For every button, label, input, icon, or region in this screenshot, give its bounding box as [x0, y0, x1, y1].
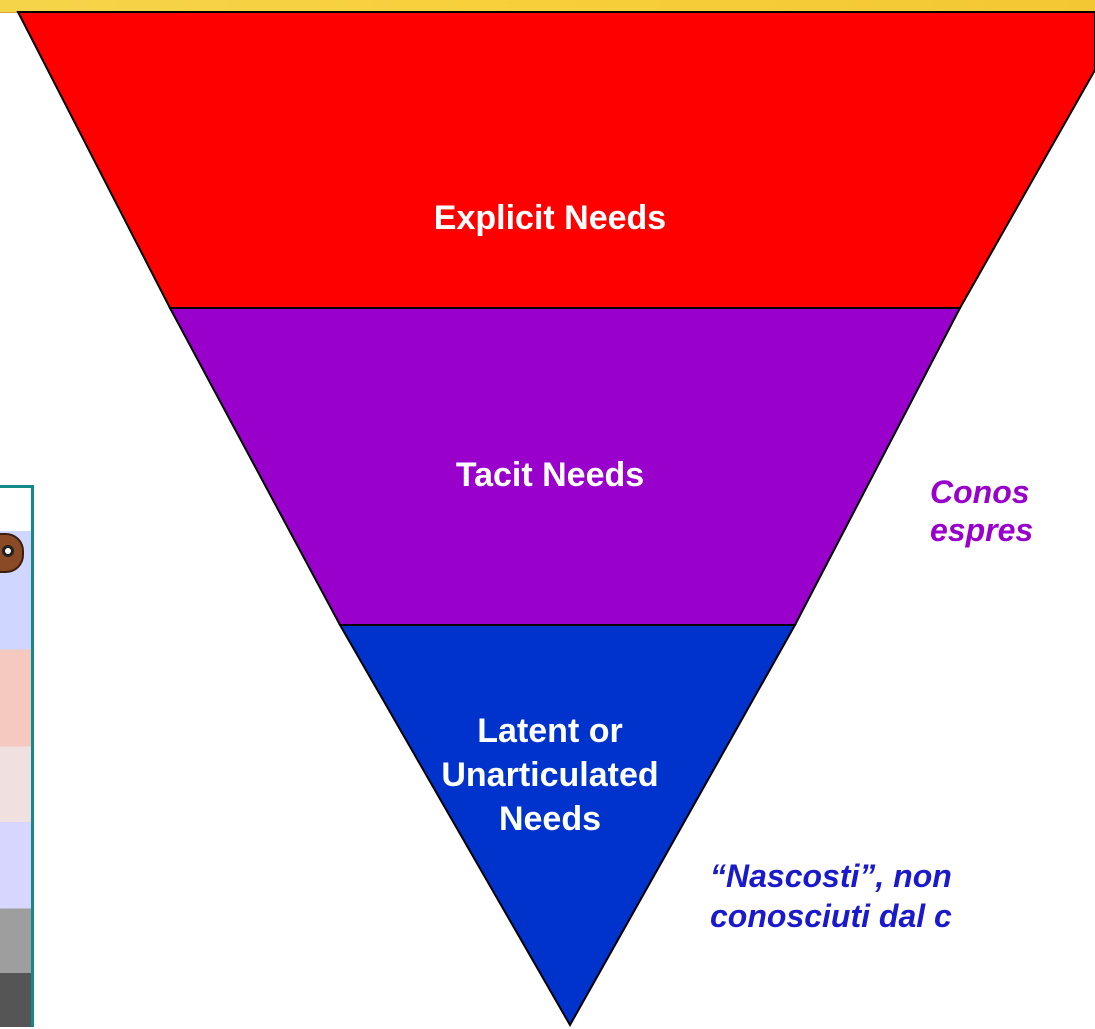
explicit-needs-label: Explicit Needs: [433, 199, 667, 237]
latent-needs-note: “Nascosti”, non conosciuti dal c: [710, 858, 952, 934]
tacit-needs-note: Conos espres: [930, 474, 1034, 548]
latent-line-1: Latent or: [477, 712, 623, 750]
tacit-needs-label: Tacit Needs: [455, 456, 645, 494]
latent-needs-label: Latent or Unarticulated Needs: [405, 709, 695, 841]
latent-line-2: Unarticulated: [441, 756, 659, 794]
latent-line-3: Needs: [498, 800, 602, 838]
explicit-needs-layer: [16, 11, 1095, 309]
side-illustration-frame: [0, 485, 34, 1027]
owl-icon: [0, 533, 24, 573]
latent-needs-layer: [338, 624, 797, 1028]
